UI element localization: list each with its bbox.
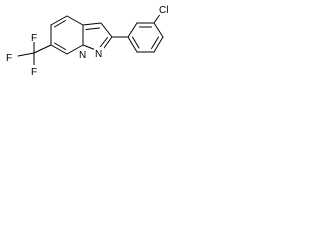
atom-label-pyrazole-nitrogen: N	[95, 49, 102, 60]
atom-label-fluorine-left: F	[6, 53, 12, 64]
atom-label-chlorine: Cl	[159, 5, 168, 16]
bond-ph1-ph2	[127, 22, 138, 38]
atom-label-fluorine-bottom: F	[31, 67, 37, 78]
bond-c4-c5	[50, 15, 68, 26]
bond-ph3-ph4	[153, 22, 164, 38]
bond-c3a-c3-double	[85, 27, 100, 30]
bond-c3-c2	[100, 22, 113, 38]
bond-c7-n	[66, 44, 84, 55]
bond-c6-cf3	[33, 44, 52, 54]
pyridine-ring	[50, 15, 84, 55]
atom-label-bridgehead-nitrogen: N	[79, 50, 86, 61]
bond-ph4-ph5-double	[151, 36, 159, 49]
bond-cf3-f-left	[17, 52, 35, 57]
bond-c6-c7-double	[54, 42, 66, 50]
atom-labels: N N Cl F F F	[5, 3, 172, 78]
atom-label-fluorine-top: F	[31, 33, 37, 44]
bond-ph4-ph5	[153, 36, 164, 53]
chemical-structure: N N Cl F F F	[5, 3, 172, 78]
bond-c3a-c4	[66, 15, 84, 26]
bond-c6-c7	[50, 44, 68, 55]
bond-ph6-ph1-double	[132, 36, 140, 49]
bond-c4-c5-double	[54, 20, 66, 28]
bond-c3a-c3	[82, 22, 102, 26]
bond-c2-n2-double	[98, 37, 108, 49]
trifluoromethyl-group	[17, 40, 52, 67]
bond-ph6-ph1	[127, 36, 138, 53]
chlorophenyl-group	[111, 12, 164, 53]
